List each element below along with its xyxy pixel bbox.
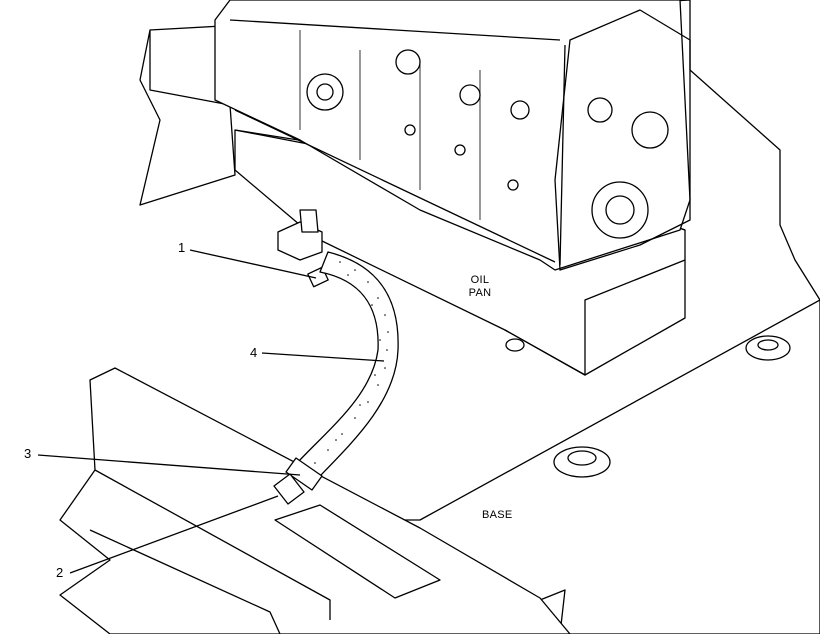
leader-2: [69, 495, 279, 574]
callout-2: 2: [56, 565, 64, 580]
callout-4: 4: [250, 345, 258, 360]
engine-front-cover: [554, 9, 691, 271]
engine-block: [214, 0, 691, 271]
callout-3: 3: [24, 446, 32, 461]
mount-boss-rear: [745, 335, 791, 361]
base-label: BASE: [482, 509, 513, 521]
base-recess: [274, 504, 441, 599]
oil-pan-label-line2: PAN: [468, 287, 492, 299]
hose-coupling: [285, 457, 323, 491]
base-plate-edge: [94, 469, 331, 620]
oil-pan-drain-plug: [505, 338, 525, 352]
drain-valve: [273, 473, 305, 505]
mount-boss-front: [553, 446, 611, 478]
hose-texture: [314, 261, 389, 464]
leader-3: [37, 454, 301, 476]
oil-pan-lower-edge: [504, 259, 686, 376]
base-rail-lower: [89, 529, 281, 634]
leader-1: [189, 249, 317, 279]
leader-lines: [37, 249, 385, 574]
leader-4: [261, 352, 385, 362]
oil-pan-label-line1: OIL: [470, 274, 490, 286]
base-frame-top-left: [139, 29, 236, 206]
callout-1: 1: [178, 240, 186, 255]
